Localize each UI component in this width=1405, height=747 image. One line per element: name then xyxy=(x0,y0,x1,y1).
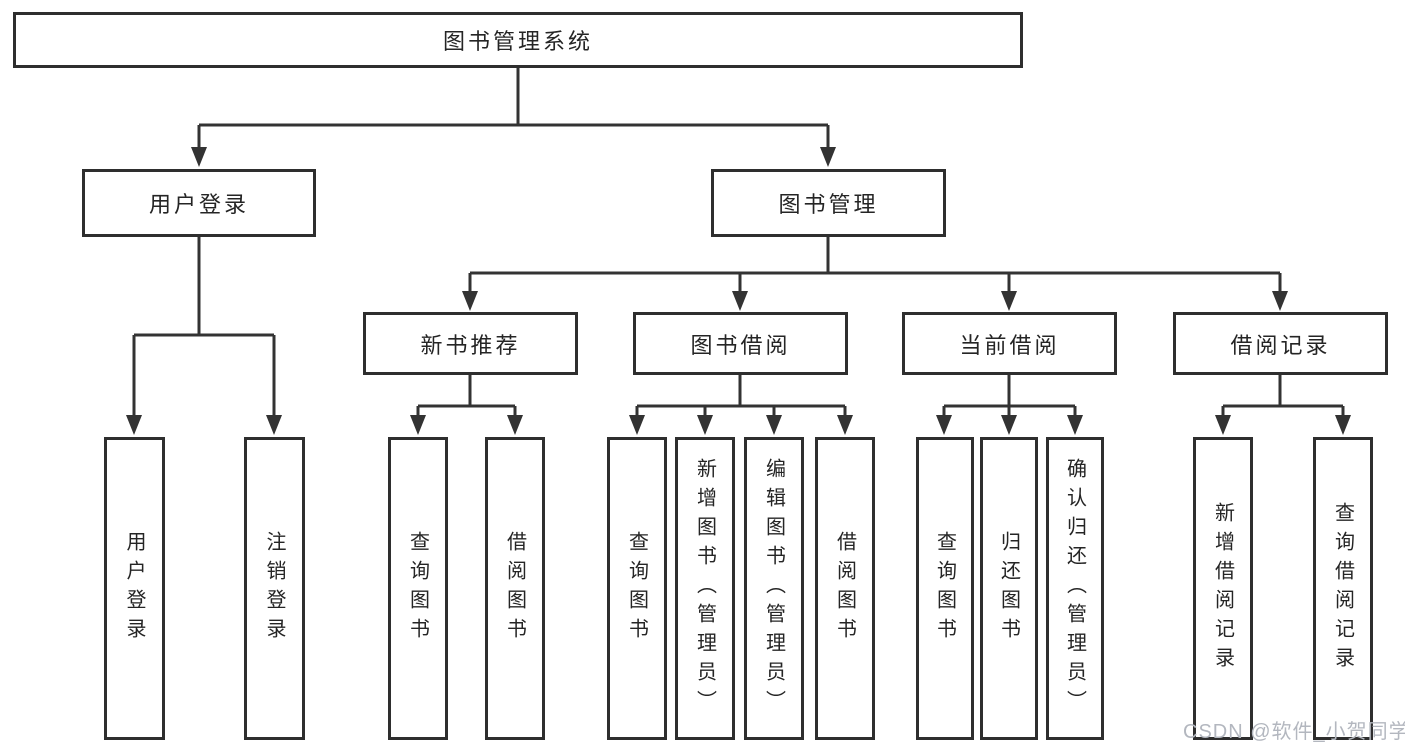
node-label: 查询图书 xyxy=(406,530,429,647)
connector-root xyxy=(197,68,830,150)
leaf-br-add-record: 新增借阅记录 xyxy=(1193,437,1253,740)
node-book-management: 图书管理 xyxy=(711,169,946,237)
node-label: 图书管理 xyxy=(778,192,879,217)
leaf-bb-edit-books-admin: 编辑图书（管理员） xyxy=(744,437,804,740)
arrow-icon xyxy=(126,415,142,435)
connector-book-management xyxy=(468,236,1282,294)
arrow-icon xyxy=(266,415,282,435)
connector-current-borrow xyxy=(942,375,1077,419)
arrow-icon xyxy=(1001,291,1017,311)
node-label: 当前借阅 xyxy=(959,332,1060,358)
arrow-icon xyxy=(820,147,836,167)
arrow-icon xyxy=(410,415,426,435)
node-label: 归还图书 xyxy=(997,530,1020,647)
node-label: 用户登录 xyxy=(123,530,145,647)
node-label: 借阅记录 xyxy=(1230,332,1331,358)
node-current-borrow: 当前借阅 xyxy=(902,312,1117,375)
connector-user-login xyxy=(132,236,276,419)
arrow-icon xyxy=(1001,415,1017,435)
node-user-login: 用户登录 xyxy=(82,169,316,237)
node-label: 用户登录 xyxy=(148,192,249,217)
arrow-icon xyxy=(191,147,207,167)
leaf-cb-query-books: 查询图书 xyxy=(916,437,974,740)
leaf-user-login: 用户登录 xyxy=(104,437,165,740)
node-label: 确认归还（管理员） xyxy=(1063,458,1086,719)
arrow-icon xyxy=(507,415,523,435)
node-label: 图书借阅 xyxy=(690,332,791,358)
node-label: 新增借阅记录 xyxy=(1211,501,1234,676)
node-root: 图书管理系统 xyxy=(13,12,1023,68)
arrow-icon xyxy=(732,291,748,311)
connector-new-book-recommend xyxy=(416,375,517,419)
node-label: 查询图书 xyxy=(933,530,956,647)
leaf-nb-query-books: 查询图书 xyxy=(388,437,448,740)
arrow-icon xyxy=(1335,415,1351,435)
node-label: 新增图书（管理员） xyxy=(693,458,716,719)
arrow-icon xyxy=(697,415,713,435)
node-label: 注销登录 xyxy=(263,530,285,647)
node-label: 图书管理系统 xyxy=(442,29,593,54)
leaf-br-query-record: 查询借阅记录 xyxy=(1313,437,1373,740)
node-label: 查询借阅记录 xyxy=(1331,501,1354,676)
connector-book-borrow xyxy=(635,375,847,419)
leaf-nb-borrow-books: 借阅图书 xyxy=(485,437,545,740)
node-label: 借阅图书 xyxy=(833,530,856,647)
arrow-icon xyxy=(837,415,853,435)
connector-borrow-records xyxy=(1221,375,1345,419)
arrow-icon xyxy=(1067,415,1083,435)
arrow-icon xyxy=(1272,291,1288,311)
watermark: CSDN @软件_小贺同学 xyxy=(1183,721,1405,743)
arrowheads xyxy=(126,147,1351,435)
node-label: 新书推荐 xyxy=(420,332,521,358)
leaf-bb-add-books-admin: 新增图书（管理员） xyxy=(675,437,735,740)
arrow-icon xyxy=(462,291,478,311)
leaf-logout: 注销登录 xyxy=(244,437,305,740)
leaf-cb-confirm-return-admin: 确认归还（管理员） xyxy=(1046,437,1104,740)
node-label: 借阅图书 xyxy=(503,530,526,647)
arrow-icon xyxy=(936,415,952,435)
node-borrow-records: 借阅记录 xyxy=(1173,312,1388,375)
arrow-icon xyxy=(766,415,782,435)
leaf-cb-return-books: 归还图书 xyxy=(980,437,1038,740)
node-label: 编辑图书（管理员） xyxy=(762,458,785,719)
arrow-icon xyxy=(629,415,645,435)
node-label: 查询图书 xyxy=(625,530,648,647)
arrow-icon xyxy=(1215,415,1231,435)
node-new-book-recommend: 新书推荐 xyxy=(363,312,578,375)
node-book-borrow: 图书借阅 xyxy=(633,312,848,375)
leaf-bb-query-books: 查询图书 xyxy=(607,437,667,740)
leaf-bb-borrow-books: 借阅图书 xyxy=(815,437,875,740)
